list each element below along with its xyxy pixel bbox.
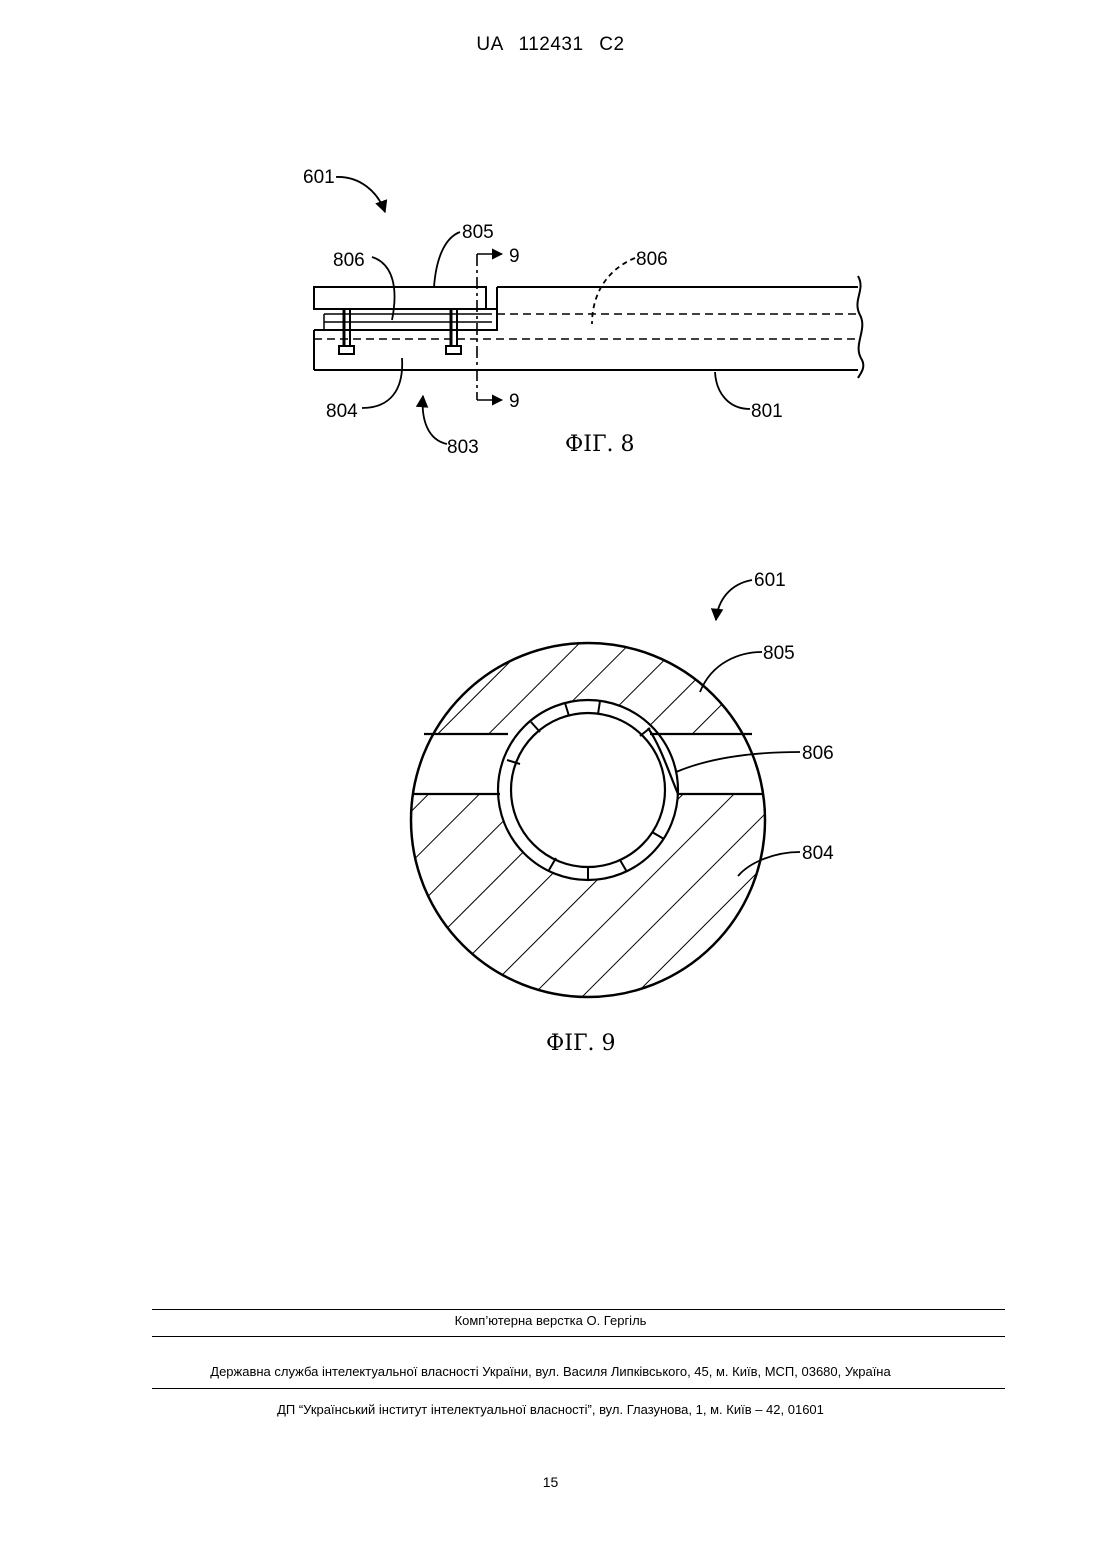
- label-805-fig8: 805: [462, 222, 494, 243]
- label-806-fig9: 806: [802, 743, 834, 764]
- label-804-fig9: 804: [802, 843, 834, 864]
- label-805-fig9: 805: [763, 643, 795, 664]
- figure-8-labels: 601 805 806 806 9 9 804 803 801 ФІГ. 8: [303, 167, 783, 458]
- label-601-fig9: 601: [754, 570, 786, 591]
- label-806-left-fig8: 806: [333, 250, 365, 271]
- figure-9-caption: ФІГ. 9: [546, 1031, 616, 1056]
- label-804-fig8: 804: [326, 401, 358, 422]
- fastener-right: [446, 309, 461, 354]
- agency-address: Державна служба інтелектуальної власност…: [0, 1364, 1101, 1379]
- label-section-9-top: 9: [509, 246, 520, 267]
- label-806-right-fig8: 806: [636, 249, 668, 270]
- page-number: 15: [0, 1474, 1101, 1490]
- figure-9: [400, 580, 800, 1010]
- figure-8-caption: ФІГ. 8: [565, 432, 635, 457]
- footer-rule-top: [152, 1309, 1005, 1310]
- label-section-9-bottom: 9: [509, 391, 520, 412]
- layout-credit: Комп’ютерна верстка О. Гергіль: [0, 1313, 1101, 1328]
- footer-rule-middle: [152, 1336, 1005, 1337]
- fastener-left: [339, 309, 354, 354]
- footer-rule-bottom: [152, 1388, 1005, 1389]
- label-601-fig8: 601: [303, 167, 335, 188]
- label-803-fig8: 803: [447, 437, 479, 458]
- institute-address: ДП “Український інститут інтелектуальної…: [0, 1402, 1101, 1417]
- label-801-fig8: 801: [751, 401, 783, 422]
